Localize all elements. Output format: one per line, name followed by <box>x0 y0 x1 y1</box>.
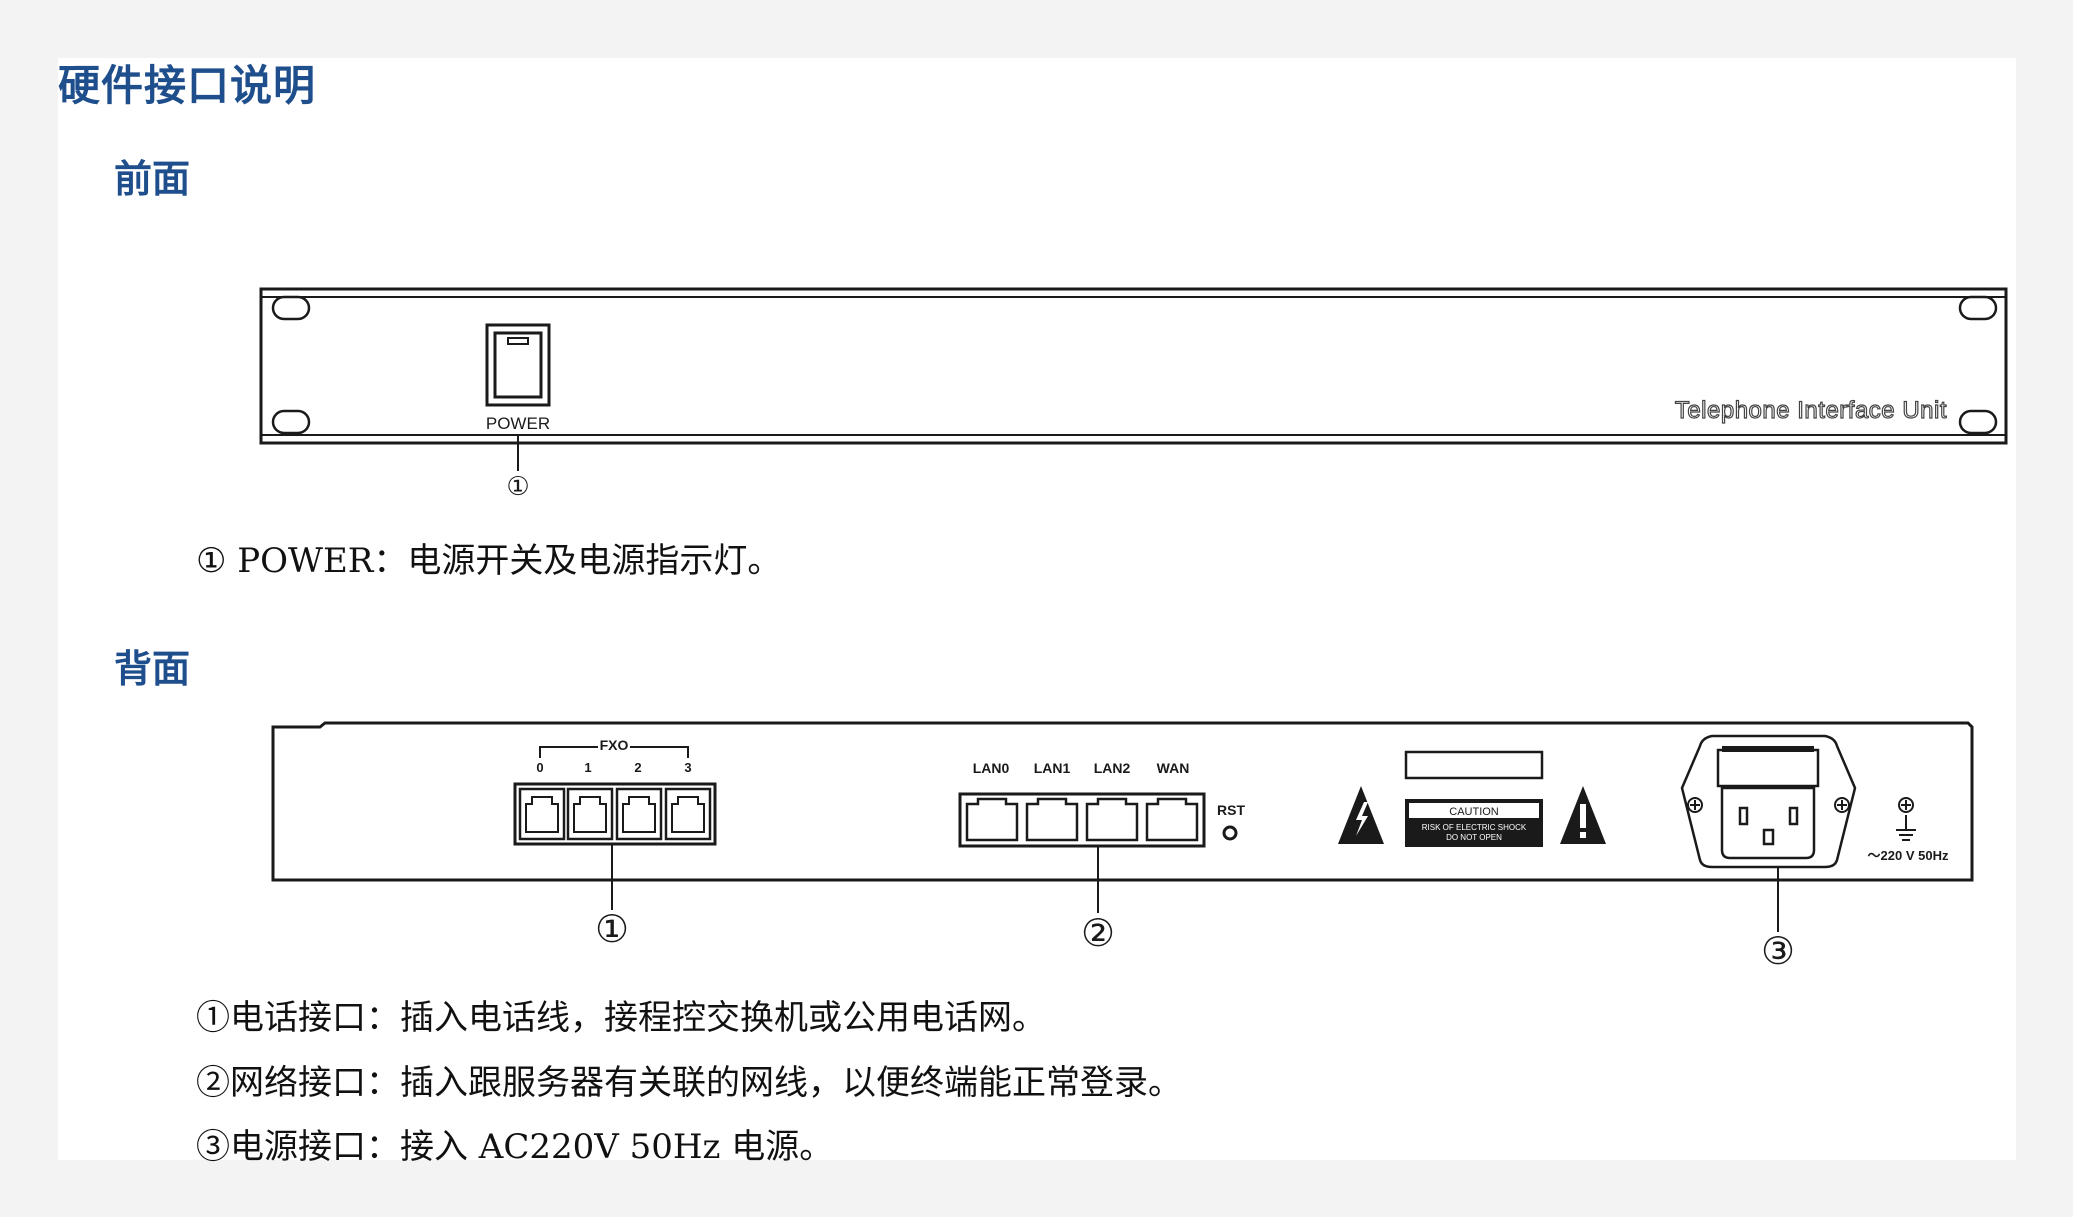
fuse-holder <box>1716 748 1820 788</box>
serial-label-plate <box>1404 750 1544 780</box>
power-rating-label: ～220 V 50Hz <box>1868 848 1949 863</box>
rj11-port[interactable] <box>518 787 566 841</box>
caution-line-2: DO NOT OPEN <box>1446 833 1502 842</box>
back-callout-2: ② <box>1081 911 1115 955</box>
reset-label: RST <box>1217 802 1245 818</box>
back-item-2: ②网络接口：插入跟服务器有关联的网线，以便终端能正常登录。 <box>196 1063 1182 1103</box>
lan-port-label: LAN1 <box>1034 760 1071 776</box>
fxo-label: FXO <box>600 737 629 753</box>
rj45-port[interactable] <box>1085 797 1139 842</box>
front-callout-1: ① <box>506 472 529 502</box>
fxo-port-number: 3 <box>684 760 691 775</box>
section-heading-back: 背面 <box>114 646 191 691</box>
rj11-port[interactable] <box>566 787 614 841</box>
front-panel-chassis <box>259 287 2008 445</box>
front-item-1: ① POWER：电源开关及电源指示灯。 <box>196 541 782 581</box>
page-title: 硬件接口说明 <box>58 61 317 110</box>
caution-plate: CAUTION RISK OF ELECTRIC SHOCK DO NOT OP… <box>1405 799 1543 847</box>
fxo-port-number: 1 <box>584 760 591 775</box>
fxo-port-number: 0 <box>536 760 543 775</box>
back-item-1: ①电话接口：插入电话线，接程控交换机或公用电话网。 <box>196 998 1046 1038</box>
lan-port-label: LAN2 <box>1094 760 1131 776</box>
back-panel-diagram: FXO 0 1 2 3 LAN0 LAN1 LAN2 WAN RST CAUTI… <box>271 721 1974 973</box>
rack-hole <box>271 295 311 321</box>
ground-icon <box>1896 797 1916 841</box>
back-item-3: ③电源接口：接入 AC220V 50Hz 电源。 <box>196 1127 834 1167</box>
lan-port-group: LAN0 LAN1 LAN2 WAN <box>958 760 1206 848</box>
fxo-port-number: 2 <box>634 760 641 775</box>
power-switch[interactable] <box>485 323 551 407</box>
electric-hazard-icon <box>1338 786 1384 844</box>
reset-button[interactable] <box>1222 825 1238 841</box>
rack-hole <box>1958 409 1998 435</box>
front-panel-diagram: POWER Telephone Interface Unit ① <box>259 287 2008 502</box>
rj45-port[interactable] <box>1145 797 1199 842</box>
brand-label: Telephone Interface Unit <box>1675 397 1947 424</box>
ac-power-inlet[interactable] <box>1680 734 1857 869</box>
rj11-port[interactable] <box>664 787 712 841</box>
document-page <box>58 58 2016 1160</box>
fxo-port-group: FXO 0 1 2 3 <box>513 737 717 846</box>
back-callout-1: ① <box>595 907 629 951</box>
wan-port-label: WAN <box>1157 760 1190 776</box>
rack-hole <box>271 409 311 435</box>
lan-port-label: LAN0 <box>973 760 1010 776</box>
rj45-port[interactable] <box>1025 797 1079 842</box>
warning-exclamation-icon <box>1560 786 1606 844</box>
rack-hole <box>1958 295 1998 321</box>
section-heading-front: 前面 <box>114 156 191 201</box>
caution-line-1: RISK OF ELECTRIC SHOCK <box>1422 823 1527 832</box>
power-label: POWER <box>486 414 550 433</box>
back-callout-3: ③ <box>1761 929 1795 973</box>
rj11-port[interactable] <box>615 787 663 841</box>
rj45-port[interactable] <box>965 797 1019 842</box>
caution-title: CAUTION <box>1449 806 1499 818</box>
